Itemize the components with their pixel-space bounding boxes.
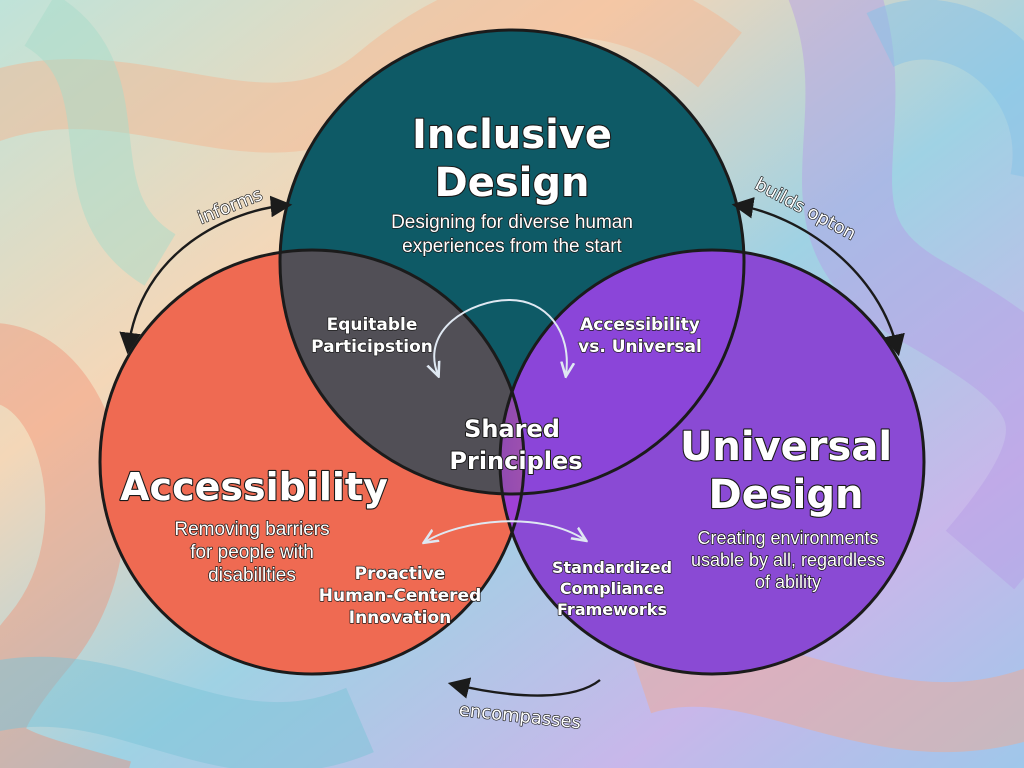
inner-arrows [425,298,585,542]
universal-desc-line2: usable by all, regardless [691,550,885,570]
shared-principles-line1: Shared [464,415,560,443]
equitable-line1: Equitable [327,315,418,335]
universal-title-line2: Design [709,472,864,518]
standardized-line3: Frameworks [557,600,667,619]
arrow-equitable-to-accessibility [434,298,567,375]
accessibility-vs-universal-line1: Accessibility [580,315,700,335]
arrow-builds-opton [731,197,905,357]
inclusive-desc-line2: experiences from the start [402,236,622,257]
outer-arrows [119,195,905,699]
universal-desc-line1: Creating environments [697,528,878,548]
arrow-proactive-to-standardized [425,520,585,542]
accessibility-vs-universal-line2: vs. Universal [578,337,702,357]
overlap-labels: Equitable Participstion Accessibility vs… [310,314,702,628]
universal-desc-line3: of ability [755,572,821,592]
inclusive-title-line2: Design [435,160,590,206]
standardized-line1: Standardized [552,558,672,577]
proactive-line1: Proactive [355,564,446,584]
accessibility-desc-line3: disabillties [208,565,296,586]
accessibility-desc-line1: Removing barriers [174,519,329,540]
proactive-line3: Innovation [349,608,452,628]
accessibility-title: Accessibility [120,465,388,509]
accessibility-desc-line2: for people with [190,542,314,563]
equitable-line2: Participstion [311,337,433,357]
circle-headings: Inclusive Design Accessibility Universal… [119,111,893,519]
inclusive-title-line1: Inclusive [412,112,612,158]
inclusive-desc-line1: Designing for diverse human [391,212,633,233]
proactive-line2: Human-Centered [319,586,482,606]
arrow-encompasses [447,677,601,699]
arrow-informs [119,195,293,355]
circle-descriptions: Designing for diverse human experiences … [174,211,886,592]
universal-title-line1: Universal [680,424,892,470]
shared-principles-line2: Principles [449,447,582,475]
standardized-line2: Compliance [560,579,665,598]
